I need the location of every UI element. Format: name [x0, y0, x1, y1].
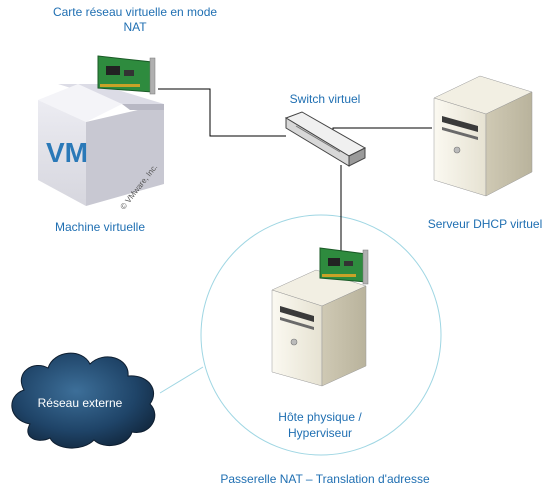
virtual-machine-box-icon: VM © VMware, Inc. [38, 84, 164, 211]
host-server-tower-icon [271, 269, 367, 387]
link-vm-switch [158, 88, 286, 137]
label-internet: Réseau externe [37, 396, 123, 410]
label-nat-gateway: Passerelle NAT – Translation d'adresse [220, 472, 430, 486]
host-network-card-icon [319, 247, 369, 285]
dhcp-server-tower-icon [433, 75, 533, 197]
label-dhcp: Serveur DHCP virtuel [427, 217, 543, 231]
vm-logo-text: VM [46, 137, 88, 168]
cloud-icon [11, 352, 156, 449]
link-cloud-nat [159, 366, 204, 394]
label-nic-vm: Carte réseau virtuelle en mode NAT [52, 5, 218, 34]
network-card-icon [97, 55, 156, 95]
nat-gateway-circle [200, 214, 442, 456]
label-host-line1: Hôte physique / [278, 410, 362, 424]
network-switch-icon [284, 111, 367, 167]
label-vm: Machine virtuelle [54, 220, 146, 234]
label-host-line2: Hyperviseur [287, 426, 353, 440]
label-switch: Switch virtuel [289, 92, 361, 106]
